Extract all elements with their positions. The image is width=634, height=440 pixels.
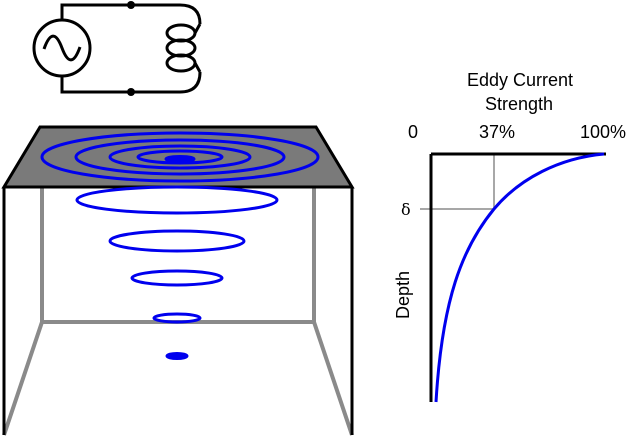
ac-circuit: [32, 1, 202, 96]
tick-label-37: 37%: [479, 122, 515, 142]
eddy-loop-5: [165, 352, 189, 360]
tick-label-zero: 0: [408, 122, 418, 142]
graph-title-line2: Strength: [485, 94, 553, 114]
strength-depth-graph: Eddy Current Strength 0 37% 100% δ Depth: [393, 70, 626, 403]
box-back-edges: [2, 187, 354, 436]
eddy-loop-3: [130, 269, 224, 287]
subsurface-eddy-loops: [75, 185, 279, 360]
junction-dot-bottom: [127, 88, 135, 96]
tick-label-100: 100%: [580, 122, 626, 142]
coil-icon: [165, 23, 202, 73]
delta-label: δ: [401, 200, 411, 219]
surface-eddy-loops: [40, 131, 320, 183]
graph-title-line1: Eddy Current: [467, 70, 573, 90]
circuit-wires: [60, 3, 202, 94]
eddy-loop-4: [152, 312, 202, 324]
eddy-loop-2: [108, 229, 246, 253]
eddy-strength-curve: [434, 152, 605, 403]
graph-axes: [429, 152, 606, 402]
junction-dot-top: [127, 1, 135, 9]
ac-source-icon: [32, 18, 92, 78]
box-front-edges: [2, 187, 354, 435]
specimen-block: [1, 125, 355, 436]
depth-axis-label: Depth: [393, 271, 413, 319]
eddy-loop-1: [75, 185, 279, 215]
